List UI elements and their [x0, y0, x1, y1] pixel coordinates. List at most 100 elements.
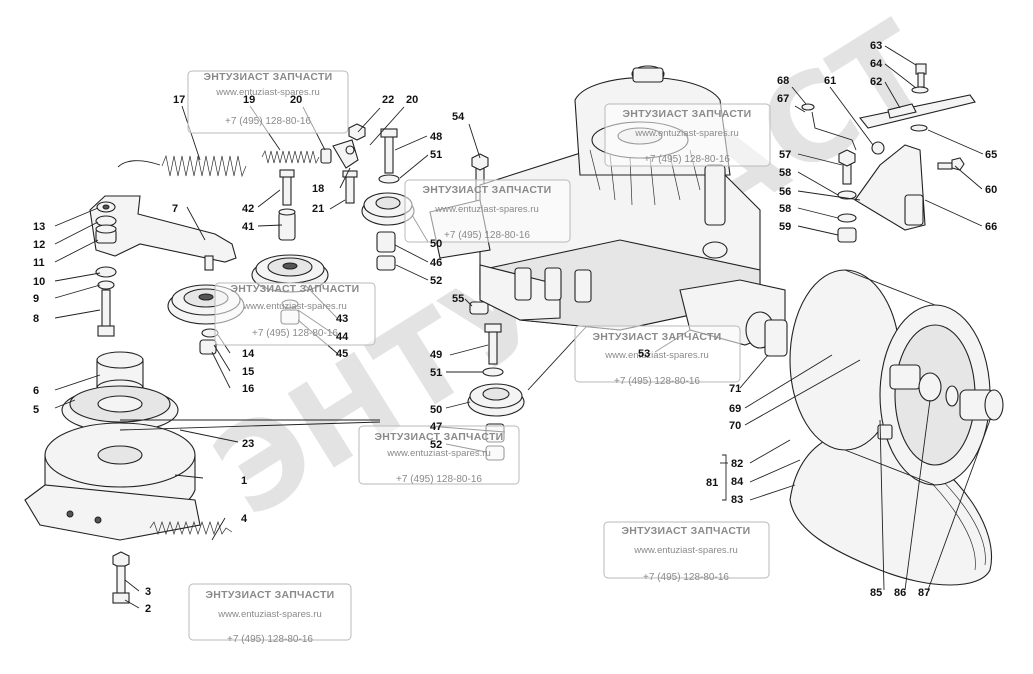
callout-label: 46 [430, 257, 442, 269]
watermark-box-2: ЭНТУЗИАСТ ЗАПЧАСТИ www.entuziast-spares.… [214, 282, 376, 346]
callout-label: 50 [430, 404, 442, 416]
callout-labels: 1 2 3 4 5 6 7 8 9 10 11 12 13 14 15 16 1… [33, 40, 997, 615]
callout-label: 52 [430, 439, 442, 451]
callout-label: 83 [731, 494, 743, 506]
callout-label: 41 [242, 221, 254, 233]
callout-label: 47 [430, 421, 442, 433]
watermark-url: www.entuziast-spares.ru [434, 204, 538, 215]
callout-label: 2 [145, 603, 151, 615]
callout-label: 58 [779, 203, 791, 215]
leader-lines [54, 45, 991, 609]
callout-label: 19 [243, 94, 255, 106]
watermark-url: www.entuziast-spares.ru [217, 609, 321, 620]
callout-label: 20 [406, 94, 418, 106]
watermark-title: ЭНТУЗИАСТ ЗАПЧАСТИ [622, 108, 751, 120]
callout-label: 6 [33, 385, 39, 397]
callout-label: 52 [430, 275, 442, 287]
watermark-phone: +7 (495) 128-80-16 [396, 474, 482, 485]
callout-label: 85 [870, 587, 882, 599]
callout-label: 42 [242, 203, 254, 215]
watermark-title: ЭНТУЗИАСТ ЗАПЧАСТИ [230, 283, 359, 295]
callout-label: 7 [172, 203, 178, 215]
electric-clutch [24, 351, 201, 541]
callout-label: 84 [731, 476, 744, 488]
callout-label: 63 [870, 40, 882, 52]
callout-label: 59 [779, 221, 791, 233]
watermark-box-7: ЭНТУЗИАСТ ЗАПЧАСТИ www.entuziast-spares.… [603, 521, 770, 583]
watermark-title: ЭНТУЗИАСТ ЗАПЧАСТИ [203, 71, 332, 83]
callout-label: 57 [779, 149, 791, 161]
callout-label: 61 [824, 75, 836, 87]
callout-label: 44 [336, 331, 349, 343]
bolt-stack-left [95, 201, 117, 337]
watermark-phone: +7 (495) 128-80-16 [643, 572, 729, 583]
callout-label: 14 [242, 348, 255, 360]
watermark-box-8: ЭНТУЗИАСТ ЗАПЧАСТИ www.entuziast-spares.… [188, 583, 352, 645]
watermark-url: www.entuziast-spares.ru [386, 448, 490, 459]
callout-label: 22 [382, 94, 394, 106]
callout-label: 23 [242, 438, 254, 450]
callout-label: 13 [33, 221, 45, 233]
callout-label: 67 [777, 93, 789, 105]
watermark-box-3: ЭНТУЗИАСТ ЗАПЧАСТИ www.entuziast-spares.… [604, 103, 771, 167]
watermark-url: www.entuziast-spares.ru [633, 545, 737, 556]
watermark-title: ЭНТУЗИАСТ ЗАПЧАСТИ [592, 331, 721, 343]
callout-label: 5 [33, 404, 39, 416]
watermark-box-5: ЭНТУЗИАСТ ЗАПЧАСТИ www.entuziast-spares.… [574, 325, 741, 387]
callout-label: 21 [312, 203, 324, 215]
watermark-url: www.entuziast-spares.ru [242, 301, 346, 312]
callout-label: 3 [145, 586, 151, 598]
watermark-box-4: ЭНТУЗИАСТ ЗАПЧАСТИ www.entuziast-spares.… [404, 179, 571, 243]
callout-label: 70 [729, 420, 741, 432]
callout-label: 49 [430, 349, 442, 361]
callout-label: 54 [452, 111, 465, 123]
callout-label: 68 [777, 75, 789, 87]
callout-label: 45 [336, 348, 348, 360]
callout-label: 66 [985, 221, 997, 233]
watermark-phone: +7 (495) 128-80-16 [252, 328, 338, 339]
callout-label: 82 [731, 458, 743, 470]
spring-assembly [117, 123, 366, 204]
callout-label: 17 [173, 94, 185, 106]
callout-label: 87 [918, 587, 930, 599]
callout-label: 10 [33, 276, 45, 288]
watermark-phone: +7 (495) 128-80-16 [225, 116, 311, 127]
spring-19 [261, 148, 332, 165]
callout-label: 60 [985, 184, 997, 196]
callout-label: 9 [33, 293, 39, 305]
callout-label: 16 [242, 383, 254, 395]
watermark-url: www.entuziast-spares.ru [604, 350, 708, 361]
callout-label: 18 [312, 183, 324, 195]
callout-label: 65 [985, 149, 997, 161]
callout-label: 51 [430, 149, 442, 161]
watermark-box-6: ЭНТУЗИАСТ ЗАПЧАСТИ www.entuziast-spares.… [358, 425, 520, 485]
watermark-title: ЭНТУЗИАСТ ЗАПЧАСТИ [422, 184, 551, 196]
callout-label: 51 [430, 367, 442, 379]
callout-label: 20 [290, 94, 302, 106]
callout-label: 50 [430, 238, 442, 250]
watermark-box-1: ЭНТУЗИАСТ ЗАПЧАСТИ www.entuziast-spares.… [187, 70, 349, 134]
bracket-plate-7 [89, 195, 237, 271]
callout-label: 1 [241, 475, 247, 487]
callout-label: 71 [729, 383, 741, 395]
callout-label: 48 [430, 131, 442, 143]
callout-label: 58 [779, 167, 791, 179]
callout-label: 55 [452, 293, 464, 305]
callout-label: 69 [729, 403, 741, 415]
watermark-url: www.entuziast-spares.ru [634, 128, 738, 139]
callout-label: 12 [33, 239, 45, 251]
watermark-url: www.entuziast-spares.ru [215, 87, 319, 98]
callout-label: 64 [870, 58, 883, 70]
watermark-title: ЭНТУЗИАСТ ЗАПЧАСТИ [374, 431, 503, 443]
callout-label: 15 [242, 366, 254, 378]
watermark-phone: +7 (495) 128-80-16 [227, 634, 313, 645]
group-bracket-81 [722, 454, 727, 501]
callout-label: 62 [870, 76, 882, 88]
callout-label: 53 [638, 348, 650, 360]
callout-label: 11 [33, 257, 45, 269]
rear-brackets [801, 63, 976, 243]
spring-17 [161, 154, 247, 178]
callout-label: 56 [779, 186, 791, 198]
callout-label: 43 [336, 313, 348, 325]
